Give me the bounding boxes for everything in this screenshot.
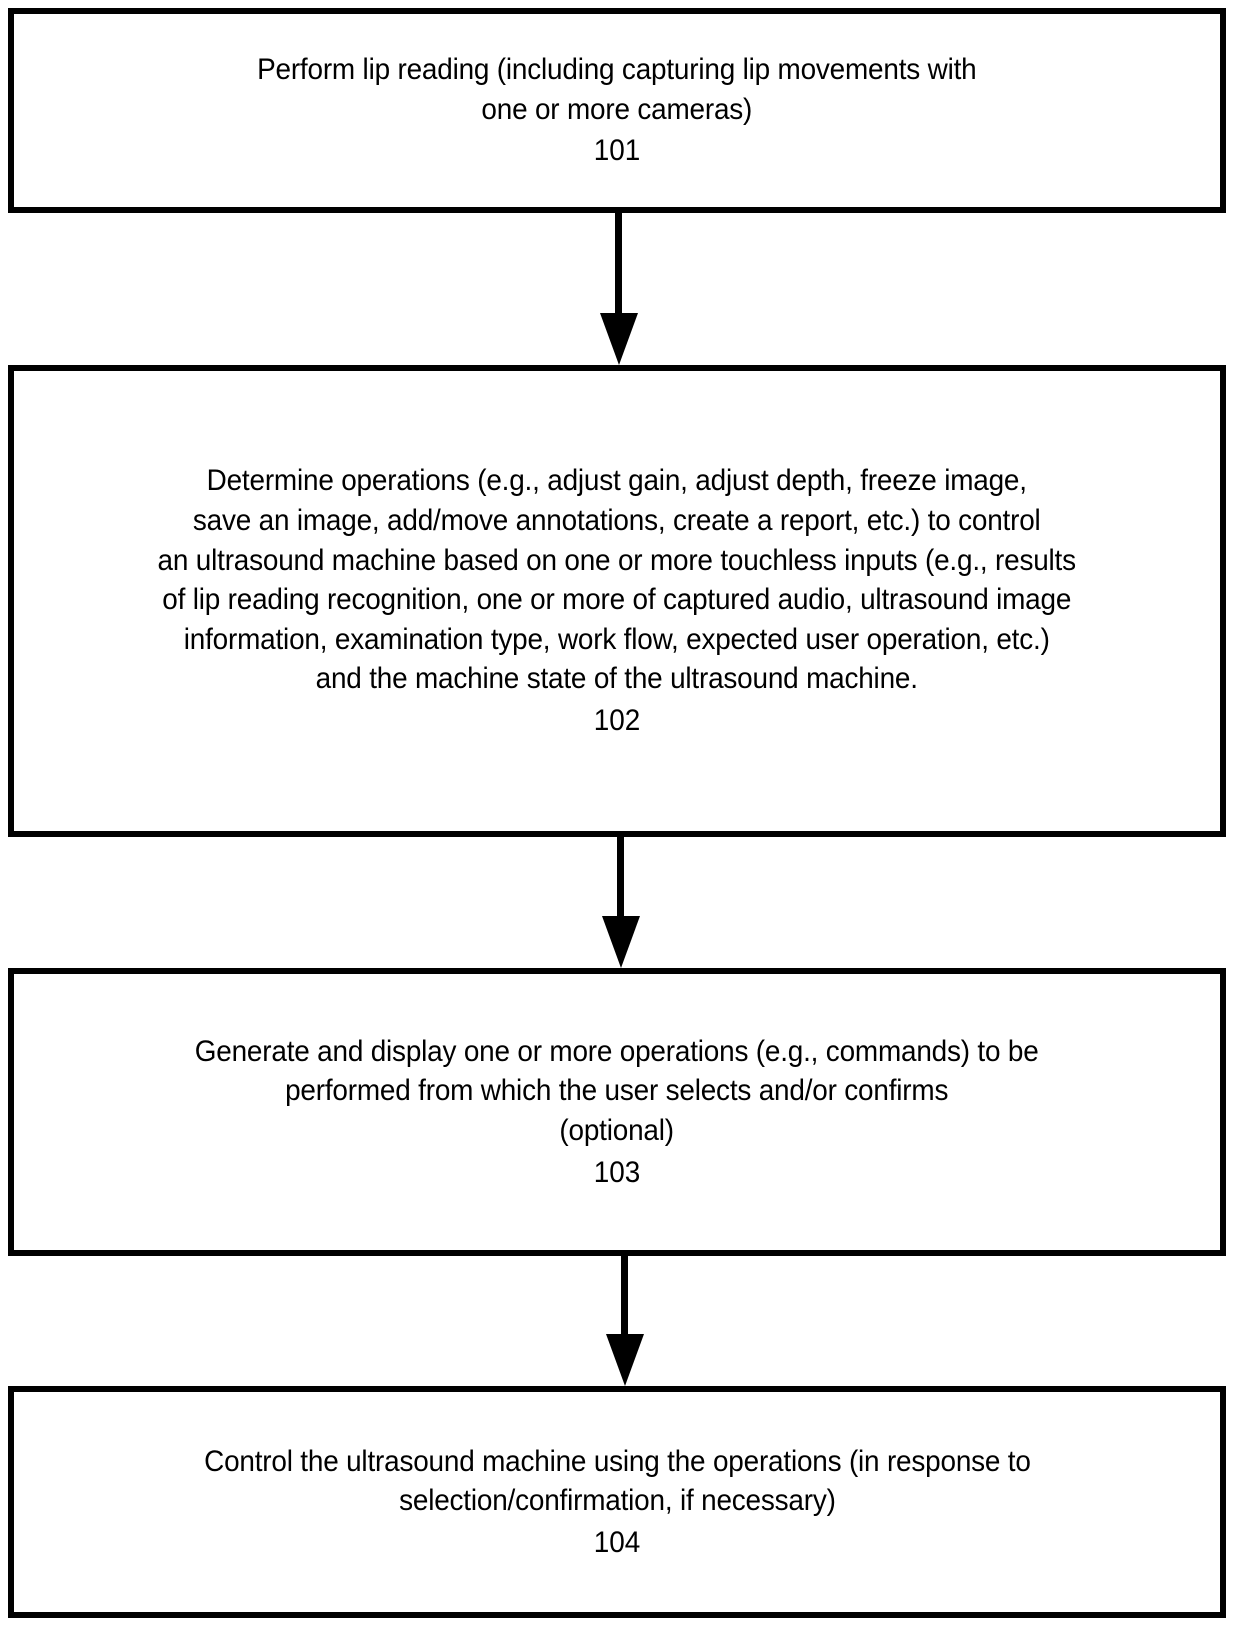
flowchart-node-104: Control the ultrasound machine using the… (8, 1386, 1226, 1618)
node-101-text: Perform lip reading (including capturing… (257, 53, 977, 126)
node-103-reference-numeral: 103 (593, 1155, 641, 1189)
connector-arrow-102-to-103 (600, 837, 640, 968)
arrow-shaft (621, 1256, 628, 1334)
connector-arrow-103-to-104 (604, 1256, 644, 1386)
node-102-text: Determine operations (e.g., adjust gain,… (157, 464, 1077, 696)
arrow-head-icon (606, 1334, 644, 1386)
node-103-text: Generate and display one or more operati… (195, 1034, 1039, 1147)
arrow-head-icon (600, 313, 638, 365)
connector-arrow-101-to-102 (598, 213, 638, 365)
node-101-reference-numeral: 101 (593, 134, 641, 168)
arrow-head-icon (602, 916, 640, 968)
node-104-reference-numeral: 104 (593, 1525, 641, 1559)
arrow-shaft (615, 213, 622, 313)
node-104-text: Control the ultrasound machine using the… (203, 1444, 1031, 1518)
flowchart-node-103: Generate and display one or more operati… (8, 968, 1226, 1256)
flowchart-node-101: Perform lip reading (including capturing… (8, 8, 1226, 213)
node-102-reference-numeral: 102 (593, 703, 641, 737)
arrow-shaft (617, 837, 624, 916)
flowchart-node-102: Determine operations (e.g., adjust gain,… (8, 365, 1226, 837)
